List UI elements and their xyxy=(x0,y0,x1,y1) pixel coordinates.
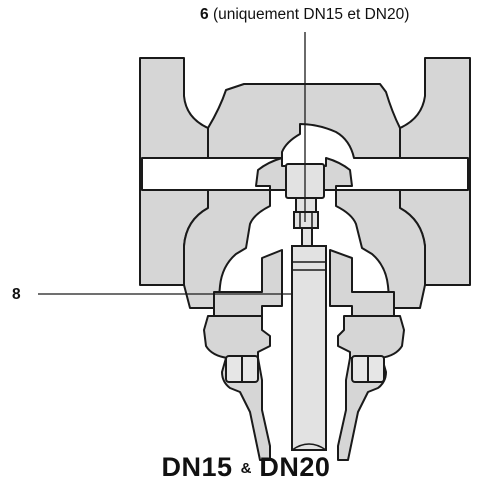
stem xyxy=(291,245,327,451)
valve-body-top xyxy=(207,83,401,159)
callout-6-number: 6 xyxy=(200,6,209,23)
gland-left xyxy=(203,315,271,359)
callout-8: 8 xyxy=(12,286,21,303)
plug-tip xyxy=(301,227,313,247)
plug-collar xyxy=(293,211,319,229)
valve-body-left xyxy=(183,189,271,309)
valve-body-right xyxy=(335,189,426,309)
callout-6-text: (uniquement DN15 et DN20) xyxy=(212,6,410,23)
caption-size-a: DN15 xyxy=(161,452,233,482)
gland-right xyxy=(337,315,405,359)
yoke-right xyxy=(337,357,387,461)
caption-separator: & xyxy=(240,460,252,477)
callout-6: 6 (uniquement DN15 et DN20) xyxy=(200,6,409,24)
yoke-left xyxy=(221,357,271,461)
caption-size-b: DN20 xyxy=(259,452,331,482)
size-caption: DN15&DN20 xyxy=(0,452,492,483)
plug-neck xyxy=(295,197,317,213)
